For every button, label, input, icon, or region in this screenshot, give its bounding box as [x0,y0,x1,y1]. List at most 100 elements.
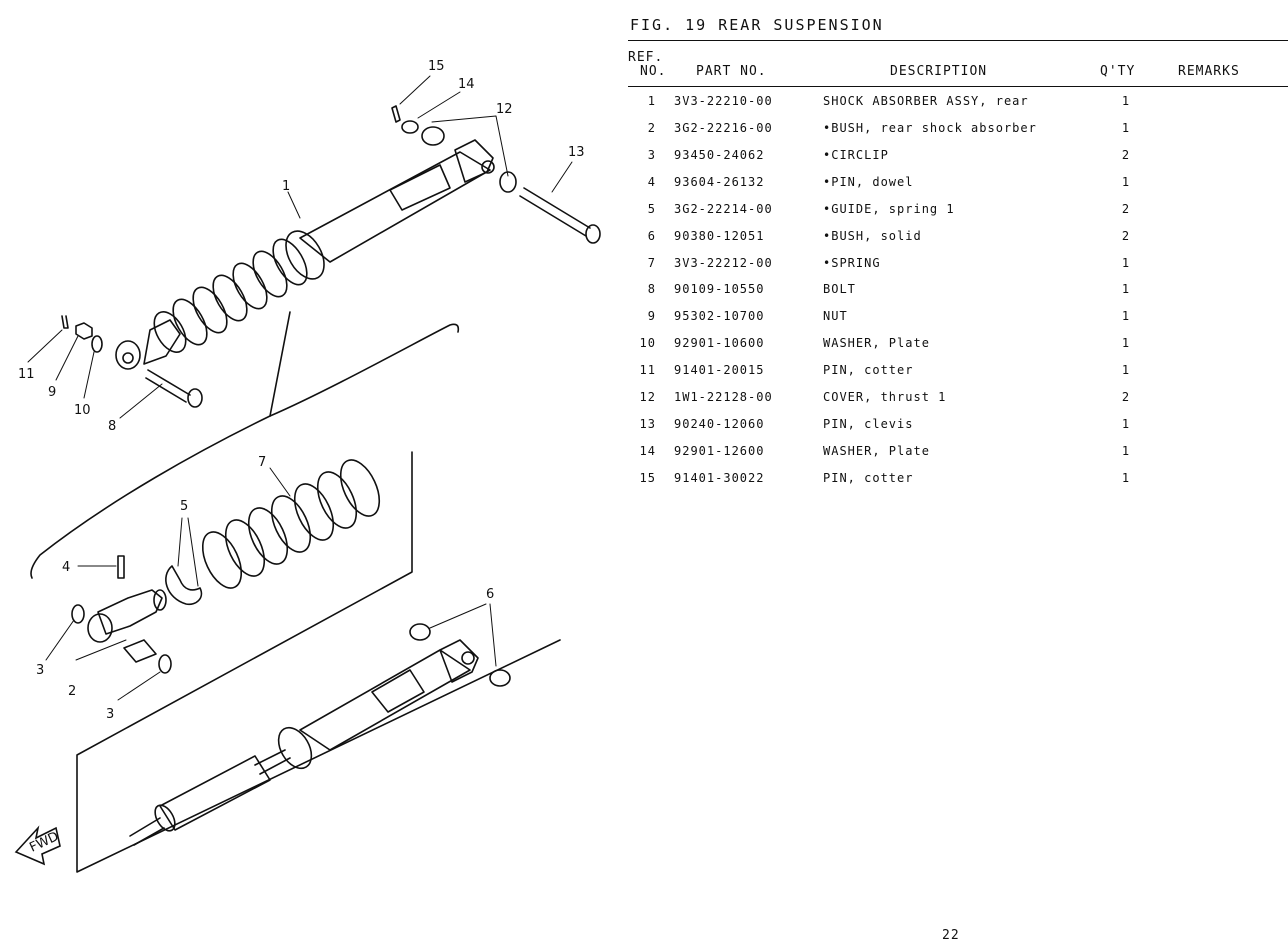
parts-row: 1 3V3-22210-00 SHOCK ABSORBER ASSY, rear 1 [628,94,1288,121]
description: PIN, cotter [823,363,914,377]
part-no: 95302-10700 [674,309,765,323]
part-no: 90240-12060 [674,417,765,431]
quantity: 1 [1121,94,1131,108]
header-part-no: PART NO. [696,64,767,79]
callout-5: 5 [180,499,188,514]
callout-3a: 3 [36,663,44,678]
callout-13: 13 [568,145,585,160]
callout-2: 2 [68,684,76,699]
description: •CIRCLIP [823,148,889,162]
ref-no: 12 [639,390,656,404]
plate-washer-top [401,120,419,134]
thrust-cover-1 [421,126,445,146]
lower-spring [201,459,381,589]
ref-no: 11 [639,363,656,377]
ref-no: 10 [639,336,656,350]
upper-spring [153,238,308,353]
ref-no: 3 [647,148,656,162]
callout-12: 12 [496,102,513,117]
washer [91,335,103,353]
description: •SPRING [823,256,881,270]
description: WASHER, Plate [823,336,930,350]
solid-bush-bottom [489,669,511,687]
callout-3b: 3 [106,707,114,722]
shock-absorber-assembly [115,139,495,370]
part-no: 90109-10550 [674,282,765,296]
rear-bush [123,639,157,663]
part-no: 93604-26132 [674,175,765,189]
header-description: DESCRIPTION [890,64,988,79]
quantity: 1 [1121,309,1131,323]
part-no: 91401-20015 [674,363,765,377]
quantity: 2 [1121,229,1131,243]
header-top-rule [628,40,1288,41]
description: BOLT [823,282,856,296]
ref-no: 5 [647,202,656,216]
header-ref-line1: REF. [628,50,664,65]
description: •BUSH, solid [823,229,922,243]
description: •GUIDE, spring 1 [823,202,955,216]
ref-no: 9 [647,309,656,323]
clevis-pin [519,187,591,237]
header-remarks: REMARKS [1178,64,1240,79]
ref-no: 15 [639,471,656,485]
description: PIN, clevis [823,417,914,431]
quantity: 1 [1121,336,1131,350]
callout-9: 9 [48,385,56,400]
part-no: 3V3-22210-00 [674,94,773,108]
part-no: 92901-10600 [674,336,765,350]
callout-8: 8 [108,419,116,434]
rear-suspension-exploded-diagram: FWD 1 2 3 3 4 5 6 7 8 9 10 11 12 13 14 1… [14,59,601,873]
description: SHOCK ABSORBER ASSY, rear [823,94,1029,108]
quantity: 1 [1121,471,1131,485]
quantity: 1 [1121,282,1131,296]
quantity: 2 [1121,390,1131,404]
parts-row: 8 90109-10550 BOLT 1 [628,282,1288,309]
circlip-upper [71,604,85,624]
ref-no: 1 [647,94,656,108]
part-no: 93450-24062 [674,148,765,162]
dowel-pin [117,555,125,579]
description: •BUSH, rear shock absorber [823,121,1037,135]
part-no: 92901-12600 [674,444,765,458]
callout-11: 11 [18,367,35,382]
cotter-pin [61,315,69,329]
description: NUT [823,309,848,323]
header-bottom-rule [628,86,1288,87]
circlip-lower [158,654,172,674]
callout-10: 10 [74,403,91,418]
header-ref-line2: NO. [640,64,667,79]
callout-1: 1 [282,179,290,194]
lower-mount [97,589,163,635]
part-no: 3G2-22216-00 [674,121,773,135]
callout-6: 6 [486,587,494,602]
quantity: 1 [1121,175,1131,189]
ref-no: 8 [647,282,656,296]
part-no: 3G2-22214-00 [674,202,773,216]
parts-row: 10 92901-10600 WASHER, Plate 1 [628,336,1288,363]
spring-guide [165,565,203,606]
quantity: 2 [1121,148,1131,162]
bolt [145,369,191,403]
parts-row: 9 95302-10700 NUT 1 [628,309,1288,336]
part-no: 3V3-22212-00 [674,256,773,270]
description: WASHER, Plate [823,444,930,458]
quantity: 1 [1121,256,1131,270]
ref-no: 2 [647,121,656,135]
callout-15: 15 [428,59,445,74]
thrust-cover-2 [499,171,517,193]
header-qty: Q'TY [1100,64,1136,79]
ref-no: 4 [647,175,656,189]
callout-4: 4 [62,560,70,575]
description: •PIN, dowel [823,175,914,189]
cotter-pin-top [391,105,401,123]
